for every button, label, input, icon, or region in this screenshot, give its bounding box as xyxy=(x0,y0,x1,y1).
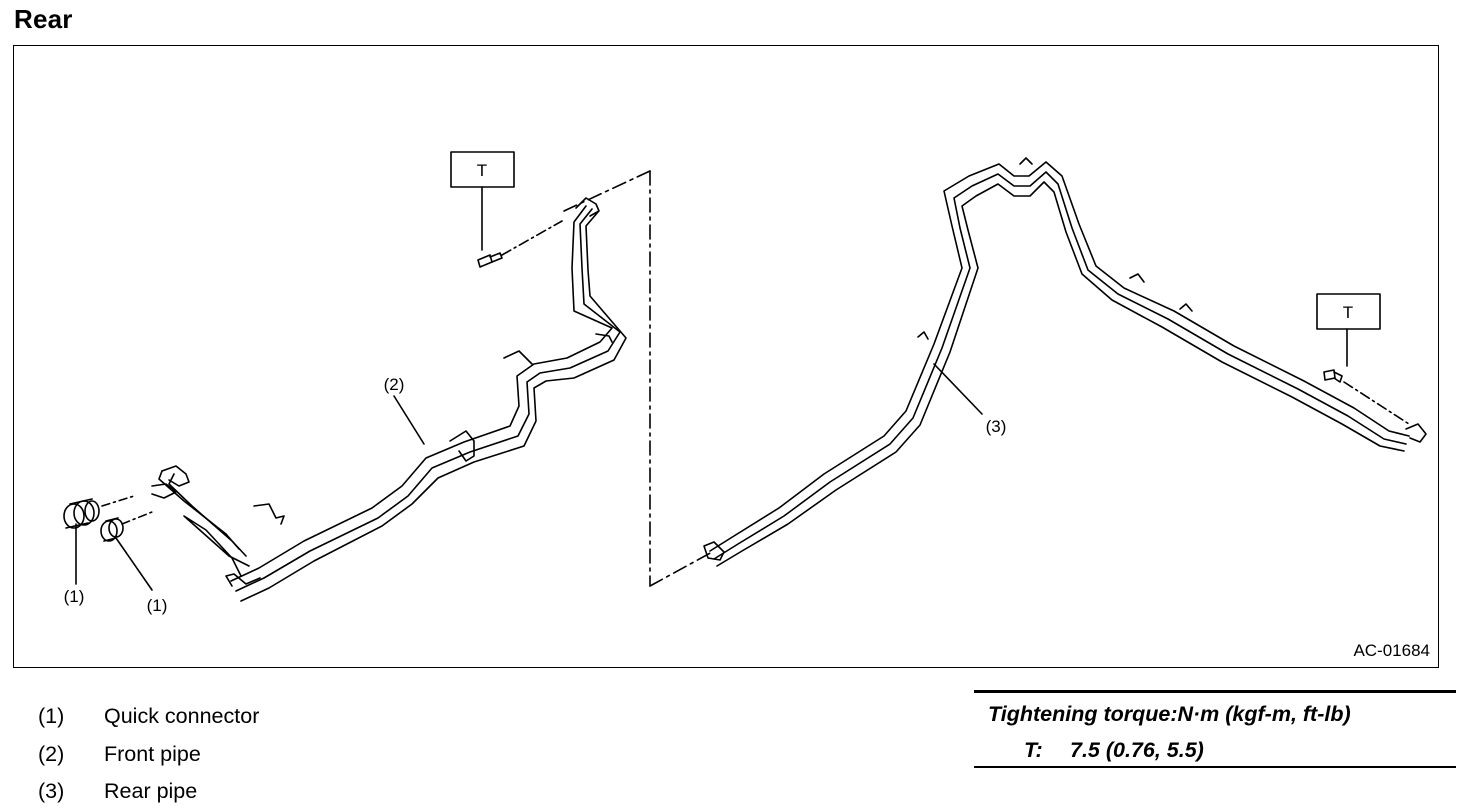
figure-id: AC-01684 xyxy=(1353,641,1430,660)
quick-connector-b xyxy=(100,517,124,542)
torque-value: 7.5 (0.76, 5.5) xyxy=(1069,738,1204,762)
label-connector-a: (1) xyxy=(64,587,85,606)
torque-callout-box-rear xyxy=(1316,293,1381,330)
legend-item: (3) Rear pipe xyxy=(38,773,259,811)
section-heading: Rear xyxy=(14,4,73,34)
rear-pipe xyxy=(703,157,1427,567)
label-front-pipe: (2) xyxy=(384,375,405,394)
legend-item: (2) Front pipe xyxy=(38,736,259,774)
torque-value-row: T: 7.5 (0.76, 5.5) xyxy=(1024,738,1204,763)
torque-key: T: xyxy=(1024,738,1043,762)
divider-leader-top xyxy=(563,170,651,212)
quick-connector-a xyxy=(63,498,100,529)
label-connector-b: (1) xyxy=(147,596,168,615)
bolt-rear xyxy=(1323,369,1410,425)
label-rear-pipe: (3) xyxy=(986,417,1007,436)
legend-text: Quick connector xyxy=(104,704,260,729)
torque-table: Tightening torque:N·m (kgf-m, ft-lb) T: … xyxy=(974,690,1456,768)
bolt-front-axis xyxy=(501,220,563,256)
diagram-figure: T T (2) (3) (1) (1) AC-01684 xyxy=(13,45,1439,668)
bolt-front xyxy=(477,220,563,268)
legend-list: (1) Quick connector (2) Front pipe (3) R… xyxy=(38,698,259,811)
legend-text: Front pipe xyxy=(104,741,201,766)
torque-callout-box-front xyxy=(450,151,515,188)
callout-tag-front: T xyxy=(477,161,487,180)
divider-leader-bottom xyxy=(649,550,715,587)
front-pipe xyxy=(151,197,627,602)
legend-number: (3) xyxy=(38,779,65,804)
leader-connector-b xyxy=(115,537,153,591)
pipe-diagram: T T (2) (3) (1) (1) xyxy=(63,151,1427,615)
legend-text: Rear pipe xyxy=(104,779,198,804)
leader-front-pipe xyxy=(393,395,425,445)
connector-leader-dash xyxy=(101,495,153,525)
torque-heading: Tightening torque:N·m (kgf-m, ft-lb) xyxy=(988,702,1351,726)
legend-number: (2) xyxy=(38,741,65,766)
callout-tag-rear: T xyxy=(1343,303,1353,322)
legend-item: (1) Quick connector xyxy=(38,698,259,736)
leader-rear-pipe xyxy=(933,363,983,415)
legend-number: (1) xyxy=(38,704,65,729)
bolt-rear-axis xyxy=(1343,381,1410,425)
